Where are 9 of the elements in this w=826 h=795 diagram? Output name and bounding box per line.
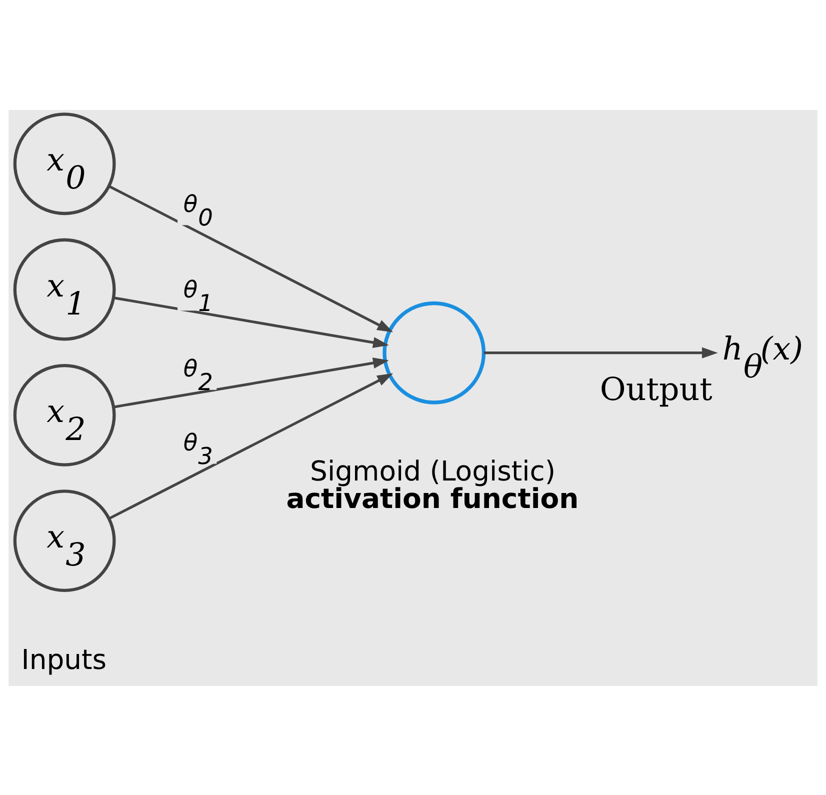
label: Sigmoid (Logistic) activation function <box>286 456 579 514</box>
arrow <box>108 184 394 332</box>
arrow <box>113 296 389 348</box>
node-label: Output <box>600 371 712 408</box>
arrow <box>484 346 718 358</box>
node-circle <box>382 300 486 404</box>
label: Inputs <box>21 644 107 676</box>
arrow <box>113 357 389 408</box>
arrow <box>108 372 394 520</box>
